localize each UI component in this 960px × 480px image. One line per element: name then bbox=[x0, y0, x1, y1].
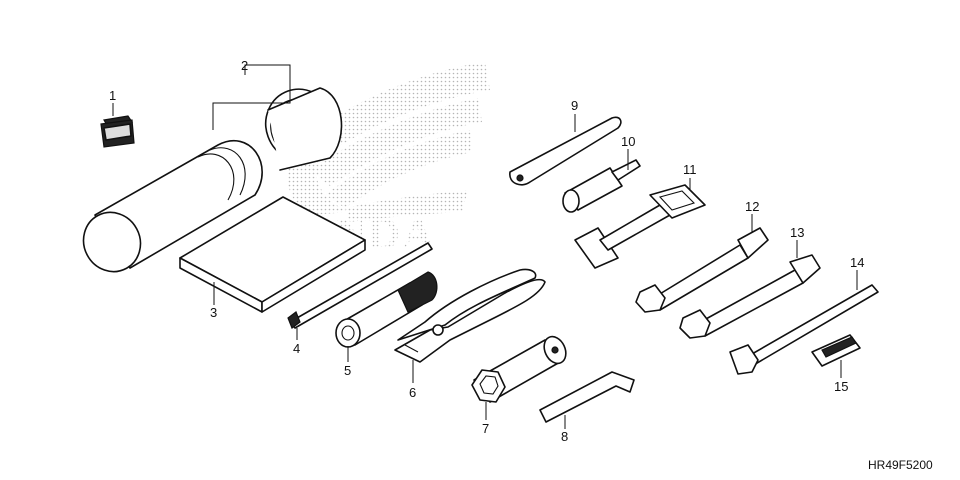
part-5-screwdriver-handle[interactable] bbox=[335, 271, 438, 348]
part-label-12: 12 bbox=[745, 199, 759, 214]
part-15-clip[interactable] bbox=[811, 334, 861, 367]
part-2-tool-case[interactable] bbox=[73, 80, 344, 282]
part-11-handle-wrench[interactable] bbox=[574, 184, 706, 269]
part-number-labels: 1 2 3 4 5 6 7 8 9 10 11 12 13 14 15 bbox=[109, 58, 864, 444]
part-10-socket-adapter[interactable] bbox=[562, 159, 641, 213]
part-12-open-end-wrench[interactable] bbox=[635, 227, 769, 313]
part-8-hex-key[interactable] bbox=[539, 371, 635, 423]
part-4-screwdriver-blade[interactable] bbox=[287, 242, 433, 329]
part-label-9: 9 bbox=[571, 98, 578, 113]
part-label-1: 1 bbox=[109, 88, 116, 103]
leader-lines bbox=[112, 64, 858, 429]
part-6-pliers[interactable] bbox=[394, 268, 546, 363]
part-label-10: 10 bbox=[621, 134, 635, 149]
part-label-4: 4 bbox=[293, 341, 300, 356]
part-label-11: 11 bbox=[683, 162, 697, 177]
part-label-13: 13 bbox=[790, 225, 804, 240]
part-label-14: 14 bbox=[850, 255, 864, 270]
part-label-8: 8 bbox=[561, 429, 568, 444]
diagram-code: HR49F5200 bbox=[868, 458, 933, 472]
part-13-open-end-wrench[interactable] bbox=[679, 254, 821, 339]
part-label-2: 2 bbox=[241, 58, 248, 73]
part-label-7: 7 bbox=[482, 421, 489, 436]
part-label-5: 5 bbox=[344, 363, 351, 378]
part-3-owners-manual[interactable] bbox=[179, 196, 366, 313]
part-label-15: 15 bbox=[834, 379, 848, 394]
part-9-pin-spanner[interactable] bbox=[509, 116, 622, 186]
part-7-plug-wrench[interactable] bbox=[471, 333, 570, 403]
part-14-handle-bar[interactable] bbox=[729, 284, 879, 375]
part-1-fuse[interactable] bbox=[100, 115, 135, 148]
part-label-6: 6 bbox=[409, 385, 416, 400]
part-label-3: 3 bbox=[210, 305, 217, 320]
